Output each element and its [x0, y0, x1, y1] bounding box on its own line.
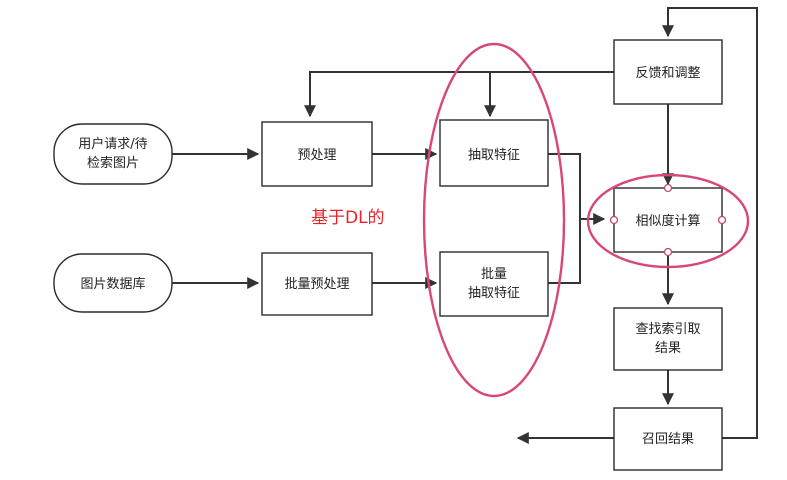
dl-annotation: 基于DL的 — [311, 208, 385, 228]
search-index-line-1: 查找索引取 — [635, 322, 700, 337]
node-search-index: 查找索引取 结果 — [613, 307, 723, 371]
recall-results-label: 召回结果 — [642, 432, 694, 447]
feedback-adjust-shape — [613, 39, 723, 105]
user-request-line-1: 用户请求/待 — [78, 136, 147, 152]
batch-preprocess-label: 批量预处理 — [284, 277, 349, 292]
node-batch-preprocess: 批量预处理 — [261, 252, 373, 316]
batch-extract-shape — [439, 251, 549, 317]
node-recall-results: 召回结果 — [613, 407, 723, 471]
node-similarity: 相似度计算 — [609, 183, 727, 257]
recall-results-shape — [613, 407, 723, 471]
preprocess-shape — [261, 121, 373, 187]
user-request-shape — [53, 123, 173, 185]
batch-preprocess-shape — [261, 252, 373, 316]
edge-feedback-to-preprocess — [304, 71, 614, 118]
batch-extract-line-2: 抽取特征 — [468, 286, 520, 301]
search-index-line-2: 结果 — [655, 341, 681, 356]
similarity-port-right — [717, 215, 727, 225]
node-batch-extract-features: 批量 抽取特征 — [439, 251, 549, 317]
image-db-shape — [53, 253, 173, 313]
feedback-adjust-label: 反馈和调整 — [635, 66, 700, 81]
node-preprocess: 预处理 — [261, 121, 373, 187]
similarity-port-bottom — [663, 247, 673, 257]
node-feedback-adjust: 反馈和调整 — [613, 39, 723, 105]
extract-features-shape — [439, 119, 549, 187]
similarity-port-left — [609, 215, 619, 225]
similarity-label: 相似度计算 — [635, 213, 700, 229]
similarity-port-top — [663, 183, 673, 193]
similarity-highlight-ellipse — [586, 173, 750, 269]
dl-highlight-ellipse — [422, 42, 566, 398]
edge-recall-loop-to-feedback — [662, 7, 758, 439]
node-extract-features: 抽取特征 — [439, 119, 549, 187]
user-request-line-2: 检索图片 — [87, 156, 139, 171]
node-image-db: 图片数据库 — [53, 253, 173, 313]
batch-extract-line-1: 批量 — [481, 267, 507, 282]
edges — [172, 7, 758, 444]
search-index-shape — [613, 307, 723, 371]
extract-features-label: 抽取特征 — [468, 148, 520, 163]
preprocess-label: 预处理 — [297, 148, 336, 163]
node-user-request: 用户请求/待 检索图片 — [53, 123, 173, 185]
image-db-label: 图片数据库 — [80, 276, 145, 292]
